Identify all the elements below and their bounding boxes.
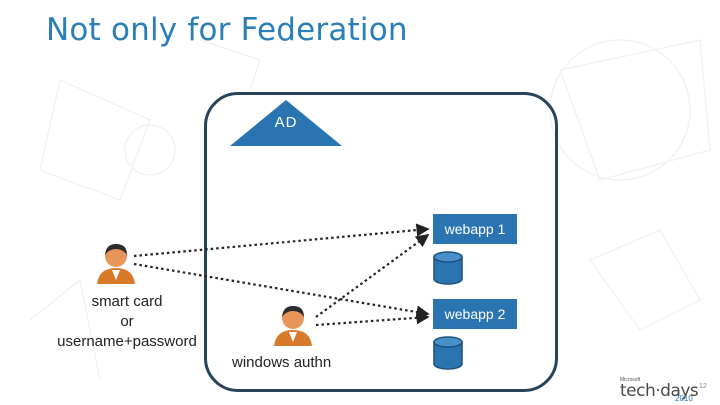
connector-center-user-webapp2 (315, 311, 430, 327)
left-user-caption: smart card or username+password (46, 292, 208, 352)
connector-left-user-webapp2 (133, 262, 430, 319)
user-icon (274, 306, 312, 346)
webapp-2-box: webapp 2 (433, 299, 517, 329)
slide-title: Not only for Federation (46, 12, 408, 48)
ad-label: AD (274, 114, 298, 131)
webapp-1-box: webapp 1 (433, 214, 517, 244)
brand-logo: tech·days (620, 381, 699, 401)
ad-directory-triangle (230, 100, 342, 146)
slide-number: 12 (699, 383, 707, 390)
windows-domain-boundary (204, 92, 558, 392)
center-user-caption: windows authn (232, 354, 332, 371)
caption-line: smart card (91, 293, 163, 310)
brand-small-text: Microsoft (620, 377, 641, 383)
database-icon (433, 336, 463, 370)
connector-left-user-webapp1 (133, 223, 430, 258)
database-icon (433, 251, 463, 285)
brand-year: 2010 (675, 394, 693, 403)
caption-line: username+password (57, 333, 197, 350)
connector-center-user-webapp1 (315, 234, 430, 318)
user-icon (97, 244, 135, 284)
caption-line: or (120, 313, 134, 330)
